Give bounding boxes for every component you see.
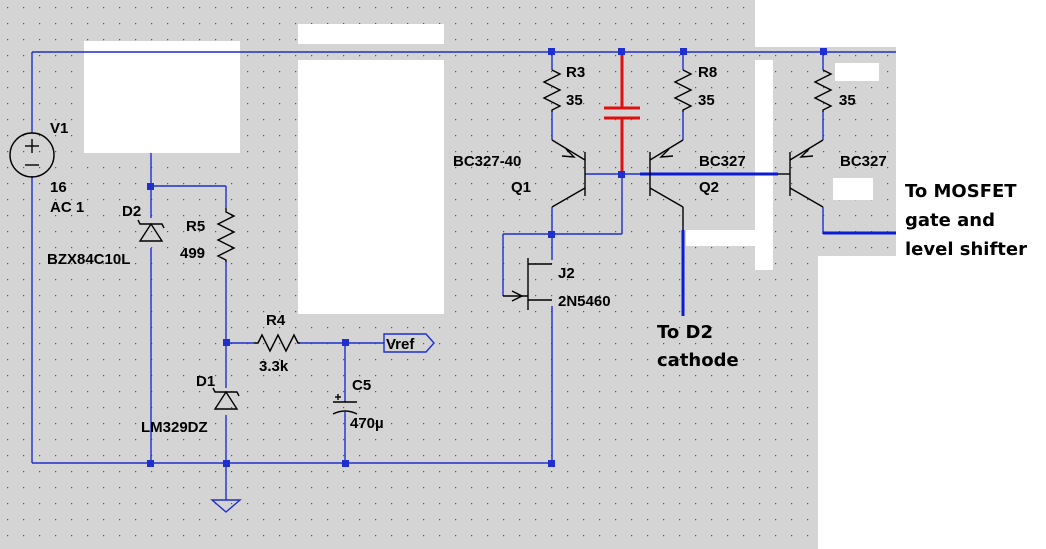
d1-zener-symbol (212, 387, 240, 410)
annotation-mosfet-line3: level shifter (905, 239, 1027, 260)
r4-value: 3.3k (259, 358, 289, 375)
annotation-d2-line2: cathode (657, 350, 739, 371)
r5-resistor-symbol (216, 208, 236, 262)
highlighted-wires (640, 172, 896, 316)
blank-box-4 (835, 63, 879, 81)
j2-part: 2N5460 (558, 293, 611, 310)
blank-box-2 (298, 24, 444, 44)
c5-capacitor-symbol (332, 394, 358, 415)
r8-resistor-symbol (673, 69, 693, 112)
j2-jfet-symbol (503, 258, 552, 310)
d2-part: BZX84C10L (47, 251, 130, 268)
r4-resistor-symbol (254, 333, 300, 353)
r-third-resistor-symbol (813, 69, 833, 112)
v1-value-ac: AC 1 (50, 199, 84, 216)
vref-label: Vref (386, 336, 415, 353)
r8-label: R8 (698, 64, 717, 81)
r5-label: R5 (186, 218, 205, 235)
q1-transistor-symbol (551, 139, 586, 208)
annotation-d2-line1: To D2 (657, 322, 713, 343)
r3-resistor-symbol (542, 69, 562, 112)
d2-zener-symbol (137, 219, 165, 242)
blank-box-1 (84, 41, 240, 153)
c5-value: 470µ (350, 415, 384, 432)
junction-dots (147, 48, 827, 467)
q3-transistor-symbol (778, 139, 824, 208)
c5-label: C5 (352, 377, 371, 394)
d2-label: D2 (122, 203, 141, 220)
blank-region-notch (686, 230, 760, 246)
vref-net-label-shape (383, 333, 435, 353)
added-capacitor-red (604, 52, 640, 174)
r8-value: 35 (698, 92, 715, 109)
q1-part: BC327-40 (453, 153, 521, 170)
q2-part: BC327 (699, 153, 746, 170)
blank-box-5 (833, 178, 873, 200)
r3-value: 35 (566, 92, 583, 109)
d1-label: D1 (196, 373, 215, 390)
ground-symbol (210, 499, 242, 513)
r3-label: R3 (566, 64, 585, 81)
j2-label: J2 (558, 265, 575, 282)
q1-label: Q1 (511, 179, 531, 196)
blank-region-strip (755, 60, 773, 270)
v1-value: 16 (50, 179, 67, 196)
v1-label: V1 (50, 120, 68, 137)
blank-region-top-right (755, 0, 825, 47)
q2-label: Q2 (699, 179, 719, 196)
q3-part: BC327 (840, 153, 887, 170)
r-third-value: 35 (839, 92, 856, 109)
q2-transistor-symbol (649, 139, 684, 230)
grid-patch-right (760, 47, 896, 256)
blank-box-3 (298, 60, 444, 314)
annotation-mosfet-line2: gate and (905, 210, 995, 231)
r5-value: 499 (180, 245, 205, 262)
r4-label: R4 (266, 312, 286, 329)
d1-part: LM329DZ (141, 419, 208, 436)
v1-source-symbol (9, 132, 55, 178)
annotation-mosfet-line1: To MOSFET (905, 181, 1017, 202)
